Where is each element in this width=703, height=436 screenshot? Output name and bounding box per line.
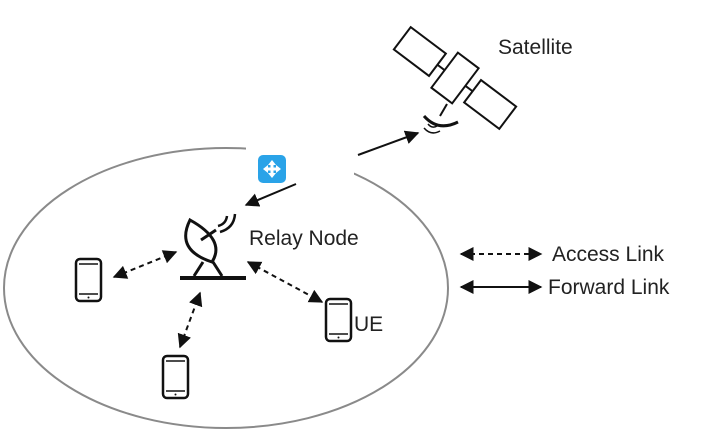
satellite-icon [392,25,518,134]
mobile-phone-icon [74,257,103,303]
ue-label: UE [354,313,383,336]
mobile-phone-icon [161,354,190,400]
access-link-left [112,250,178,279]
satellite-dish-icon [180,213,246,280]
forward-link-lower [244,183,297,207]
legend-access-label: Access Link [552,243,665,266]
legend: Access Link Forward Link [459,243,670,299]
move-arrows-icon[interactable] [258,155,286,183]
access-link-right [246,261,324,303]
coverage-area [3,147,449,429]
relay-node-label: Relay Node [249,227,359,250]
mobile-phone-icon [324,297,353,343]
satellite-label: Satellite [498,36,573,59]
forward-link-upper [357,130,420,156]
legend-forward-label: Forward Link [548,276,670,299]
access-link-bottom [177,291,203,349]
